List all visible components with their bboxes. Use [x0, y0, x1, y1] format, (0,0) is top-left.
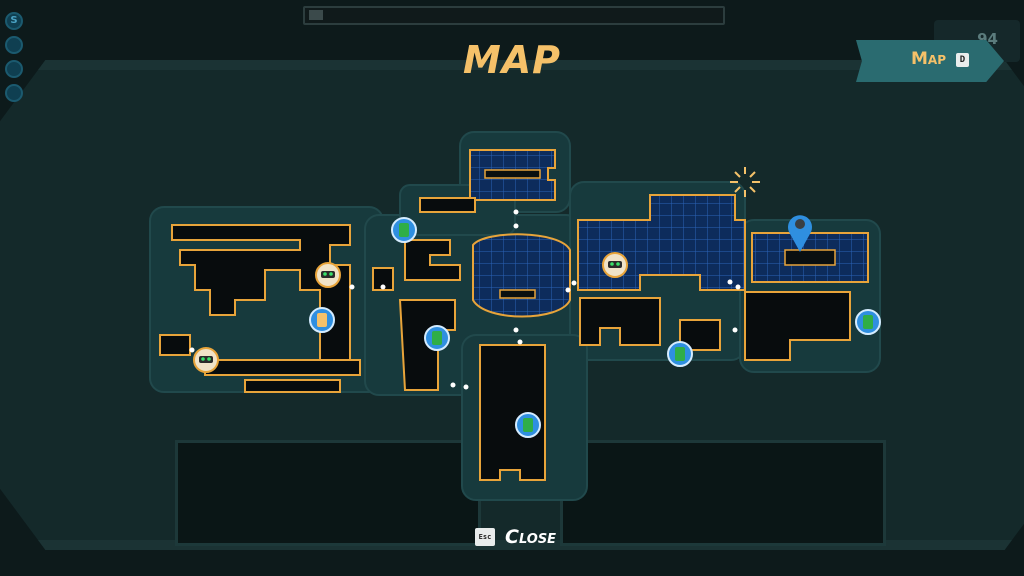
- esc-key-hint: Esc: [475, 528, 495, 546]
- hud-orb-icon: [5, 36, 23, 54]
- item-green-canister-icon: [667, 341, 693, 367]
- hud-orb-icon: [5, 60, 23, 78]
- corridor-east: [579, 297, 661, 346]
- robot-npc-icon: [315, 262, 341, 288]
- unexplored-corridors: [159, 197, 851, 481]
- robot-npc-icon: [602, 252, 628, 278]
- corridor-far-east: [744, 291, 851, 361]
- corridor-south-west: [204, 359, 361, 376]
- robot-npc-icon: [193, 347, 219, 373]
- corridor-center-west: [404, 239, 461, 281]
- map-tab-label: Map: [911, 49, 946, 69]
- map-tab-button[interactable]: Map D: [856, 40, 1004, 82]
- room-wall: [784, 249, 836, 266]
- corridor-door: [372, 267, 394, 291]
- gold-item-icon: [309, 307, 335, 333]
- location-pin-icon: [788, 215, 812, 252]
- hud-badge: S: [5, 12, 23, 30]
- corridor-south-west-lower: [244, 379, 341, 393]
- item-green-canister-icon: [391, 217, 417, 243]
- background-window: [175, 440, 481, 546]
- corridor-north-west: [419, 197, 476, 213]
- corridor-east-room: [679, 319, 721, 351]
- explored-rooms: [469, 149, 869, 318]
- item-green-canister-icon: [855, 309, 881, 335]
- map-key-hint: D: [956, 53, 969, 67]
- hud-orb-icon: [5, 84, 23, 102]
- room-wall: [484, 169, 541, 179]
- room-wall: [499, 289, 536, 299]
- hud-badge-label: S: [10, 15, 18, 26]
- item-green-canister-icon: [424, 325, 450, 351]
- background-window: [560, 440, 886, 546]
- item-green-canister-icon: [515, 412, 541, 438]
- corridor-west-stub: [159, 334, 191, 356]
- corridor-south: [479, 344, 546, 481]
- wrench-icon: [309, 10, 323, 20]
- item-markers: [193, 217, 881, 438]
- top-progress-bar: [303, 6, 725, 25]
- close-button[interactable]: Esc Close: [475, 526, 556, 548]
- explored-room-hub: [472, 233, 571, 318]
- page-title: MAP: [462, 38, 562, 82]
- doorway-dots: [189, 209, 741, 390]
- close-label: Close: [505, 526, 557, 548]
- sparkle-icon: [730, 167, 760, 197]
